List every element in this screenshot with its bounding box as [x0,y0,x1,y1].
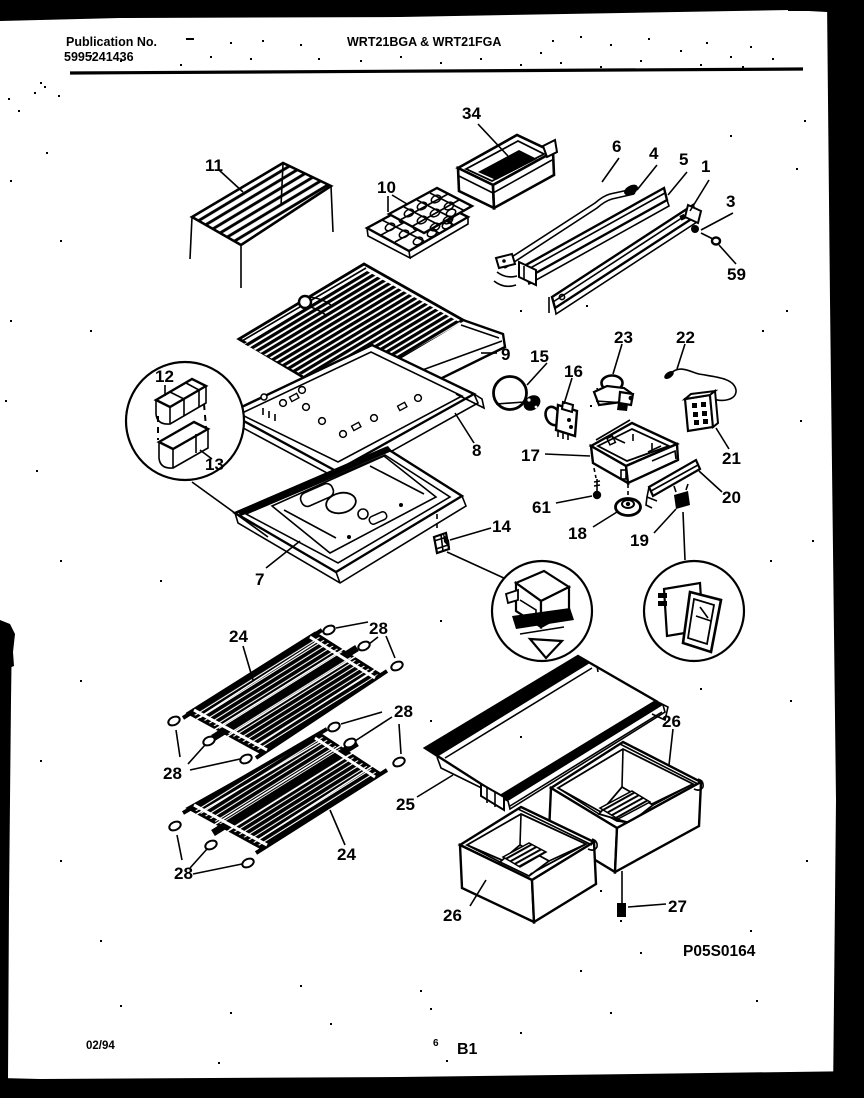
svg-text:27: 27 [668,897,687,916]
svg-text:12: 12 [155,367,174,386]
svg-text:6: 6 [612,137,621,156]
svg-text:28: 28 [163,764,182,783]
svg-text:Publication No.: Publication No. [66,35,157,49]
svg-text:14: 14 [492,517,511,536]
svg-text:B1: B1 [457,1041,478,1058]
svg-text:7: 7 [255,570,264,589]
svg-text:26: 26 [443,906,462,925]
svg-text:34: 34 [462,104,481,123]
svg-text:9: 9 [501,345,510,364]
svg-text:15: 15 [530,347,549,366]
svg-text:11: 11 [205,156,223,175]
svg-text:13: 13 [205,455,224,474]
svg-text:18: 18 [568,524,587,543]
svg-text:26: 26 [662,712,681,731]
svg-text:25: 25 [396,795,415,814]
svg-text:28: 28 [394,702,413,721]
svg-text:23: 23 [614,328,633,347]
svg-text:WRT21BGA & WRT21FGA: WRT21BGA & WRT21FGA [347,35,501,49]
svg-text:28: 28 [369,619,388,638]
svg-text:20: 20 [722,488,741,507]
svg-text:24: 24 [337,845,356,864]
svg-text:5995241436: 5995241436 [64,50,134,64]
svg-text:1: 1 [701,157,710,176]
svg-text:8: 8 [472,441,481,460]
svg-text:10: 10 [377,178,396,197]
svg-text:22: 22 [676,328,695,347]
svg-text:24: 24 [229,627,248,646]
svg-text:21: 21 [722,449,741,468]
svg-text:61: 61 [532,498,551,517]
svg-text:4: 4 [649,144,659,163]
svg-text:3: 3 [726,192,735,211]
svg-text:17: 17 [521,446,540,465]
svg-text:16: 16 [564,362,583,381]
svg-text:19: 19 [630,531,649,550]
svg-text:P05S0164: P05S0164 [683,943,756,960]
svg-text:59: 59 [727,265,746,284]
svg-text:6: 6 [433,1038,439,1049]
svg-text:5: 5 [679,150,688,169]
svg-text:28: 28 [174,864,193,883]
svg-text:02/94: 02/94 [86,1040,115,1052]
